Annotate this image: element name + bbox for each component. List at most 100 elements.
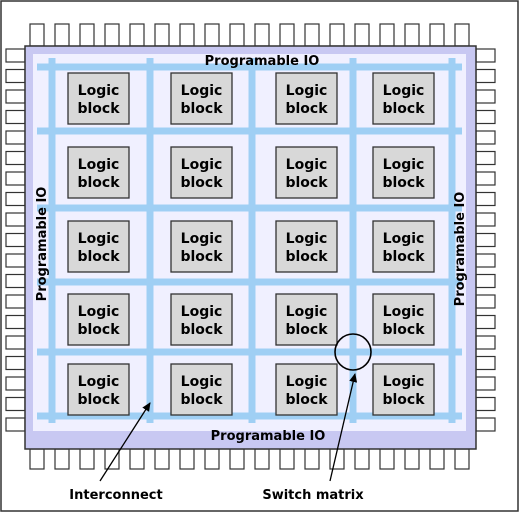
logic-block-box (372, 72, 435, 125)
pin-right (475, 150, 496, 166)
interconnect-vertical (146, 58, 154, 423)
logic-block-box (275, 363, 338, 416)
interconnect-grid (37, 58, 462, 423)
logic-block: Logic block (372, 293, 435, 346)
pin-left (5, 191, 26, 207)
logic-block-label-line1: Logic (383, 83, 425, 99)
pin-top (54, 23, 70, 47)
logic-block-label-line2: block (382, 322, 425, 338)
pin-right (475, 191, 496, 207)
switch-matrix-circle (334, 333, 372, 371)
pin-left (5, 355, 26, 371)
pin-top (129, 23, 145, 47)
pin-top (204, 23, 220, 47)
pin-right (475, 89, 496, 104)
left-io-label: Programable IO (35, 187, 50, 302)
logic-block-label-line2: block (285, 249, 328, 265)
interconnect-horizontal (37, 204, 462, 212)
logic-block-label-line1: Logic (181, 157, 223, 173)
pin-left (5, 171, 26, 186)
pin-right (475, 212, 496, 227)
interconnect-vertical (448, 58, 456, 423)
pin-top (354, 23, 370, 47)
pin-right (475, 294, 496, 309)
logic-blocks: LogicblockLogicblockLogicblockLogicblock… (67, 72, 435, 416)
pin-right (475, 314, 496, 330)
pin-left (5, 335, 26, 350)
logic-block-box (170, 363, 233, 416)
pin-left (5, 130, 26, 145)
pin-right (475, 273, 496, 289)
logic-block-box (372, 220, 435, 273)
logic-block-label-line2: block (77, 175, 120, 191)
logic-block-label-line1: Logic (181, 374, 223, 390)
pin-bottom (379, 448, 395, 470)
pin-left (5, 376, 26, 391)
logic-block-box (372, 293, 435, 346)
interconnect-label: Interconnect (69, 488, 162, 503)
logic-block-box (67, 363, 130, 416)
pin-bottom (179, 448, 195, 470)
interconnect-vertical (248, 58, 256, 423)
logic-block-label-line2: block (180, 175, 223, 191)
pin-left (5, 109, 26, 125)
pin-right (475, 109, 496, 125)
pin-left (5, 314, 26, 330)
pin-left (5, 417, 26, 432)
logic-block-label-line2: block (285, 101, 328, 117)
pin-top (279, 23, 295, 47)
pin-top (179, 23, 195, 47)
logic-block-label-line1: Logic (78, 374, 120, 390)
pin-left (5, 253, 26, 268)
logic-block-box (372, 146, 435, 199)
logic-block: Logic block (275, 72, 338, 125)
logic-block-label-line1: Logic (78, 83, 120, 99)
pin-left (5, 48, 26, 63)
interconnect-horizontal (37, 348, 462, 356)
logic-block: Logic block (170, 146, 233, 199)
logic-block-label-line2: block (77, 322, 120, 338)
top-io-label: Programable IO (205, 54, 320, 69)
logic-block-label-line2: block (382, 249, 425, 265)
interconnect-vertical (349, 58, 357, 423)
logic-block-label-line1: Logic (383, 304, 425, 320)
logic-block-label-line2: block (382, 101, 425, 117)
pin-left (5, 294, 26, 309)
pin-top (379, 23, 395, 47)
logic-block-label-line2: block (180, 101, 223, 117)
pin-bottom (229, 448, 245, 470)
bottom-io-label: Programable IO (211, 429, 326, 444)
interconnect-arrow (99, 402, 151, 482)
pin-left (5, 273, 26, 289)
pin-bottom (29, 448, 45, 470)
logic-block-box (67, 72, 130, 125)
logic-block-label-line1: Logic (78, 157, 120, 173)
logic-block-box (170, 293, 233, 346)
logic-block-box (170, 220, 233, 273)
logic-block-label-line2: block (180, 392, 223, 408)
pin-right (475, 335, 496, 350)
pin-right (475, 396, 496, 412)
pin-left (5, 396, 26, 412)
pin-bottom (104, 448, 120, 470)
logic-block-label-line1: Logic (286, 83, 328, 99)
switch-matrix-label: Switch matrix (262, 488, 364, 503)
logic-block-label-line1: Logic (286, 157, 328, 173)
pin-right (475, 48, 496, 63)
pin-top (429, 23, 445, 47)
pin-right (475, 417, 496, 432)
pin-right (475, 68, 496, 84)
pin-top (254, 23, 270, 47)
pin-top (329, 23, 345, 47)
logic-block-label-line2: block (382, 175, 425, 191)
